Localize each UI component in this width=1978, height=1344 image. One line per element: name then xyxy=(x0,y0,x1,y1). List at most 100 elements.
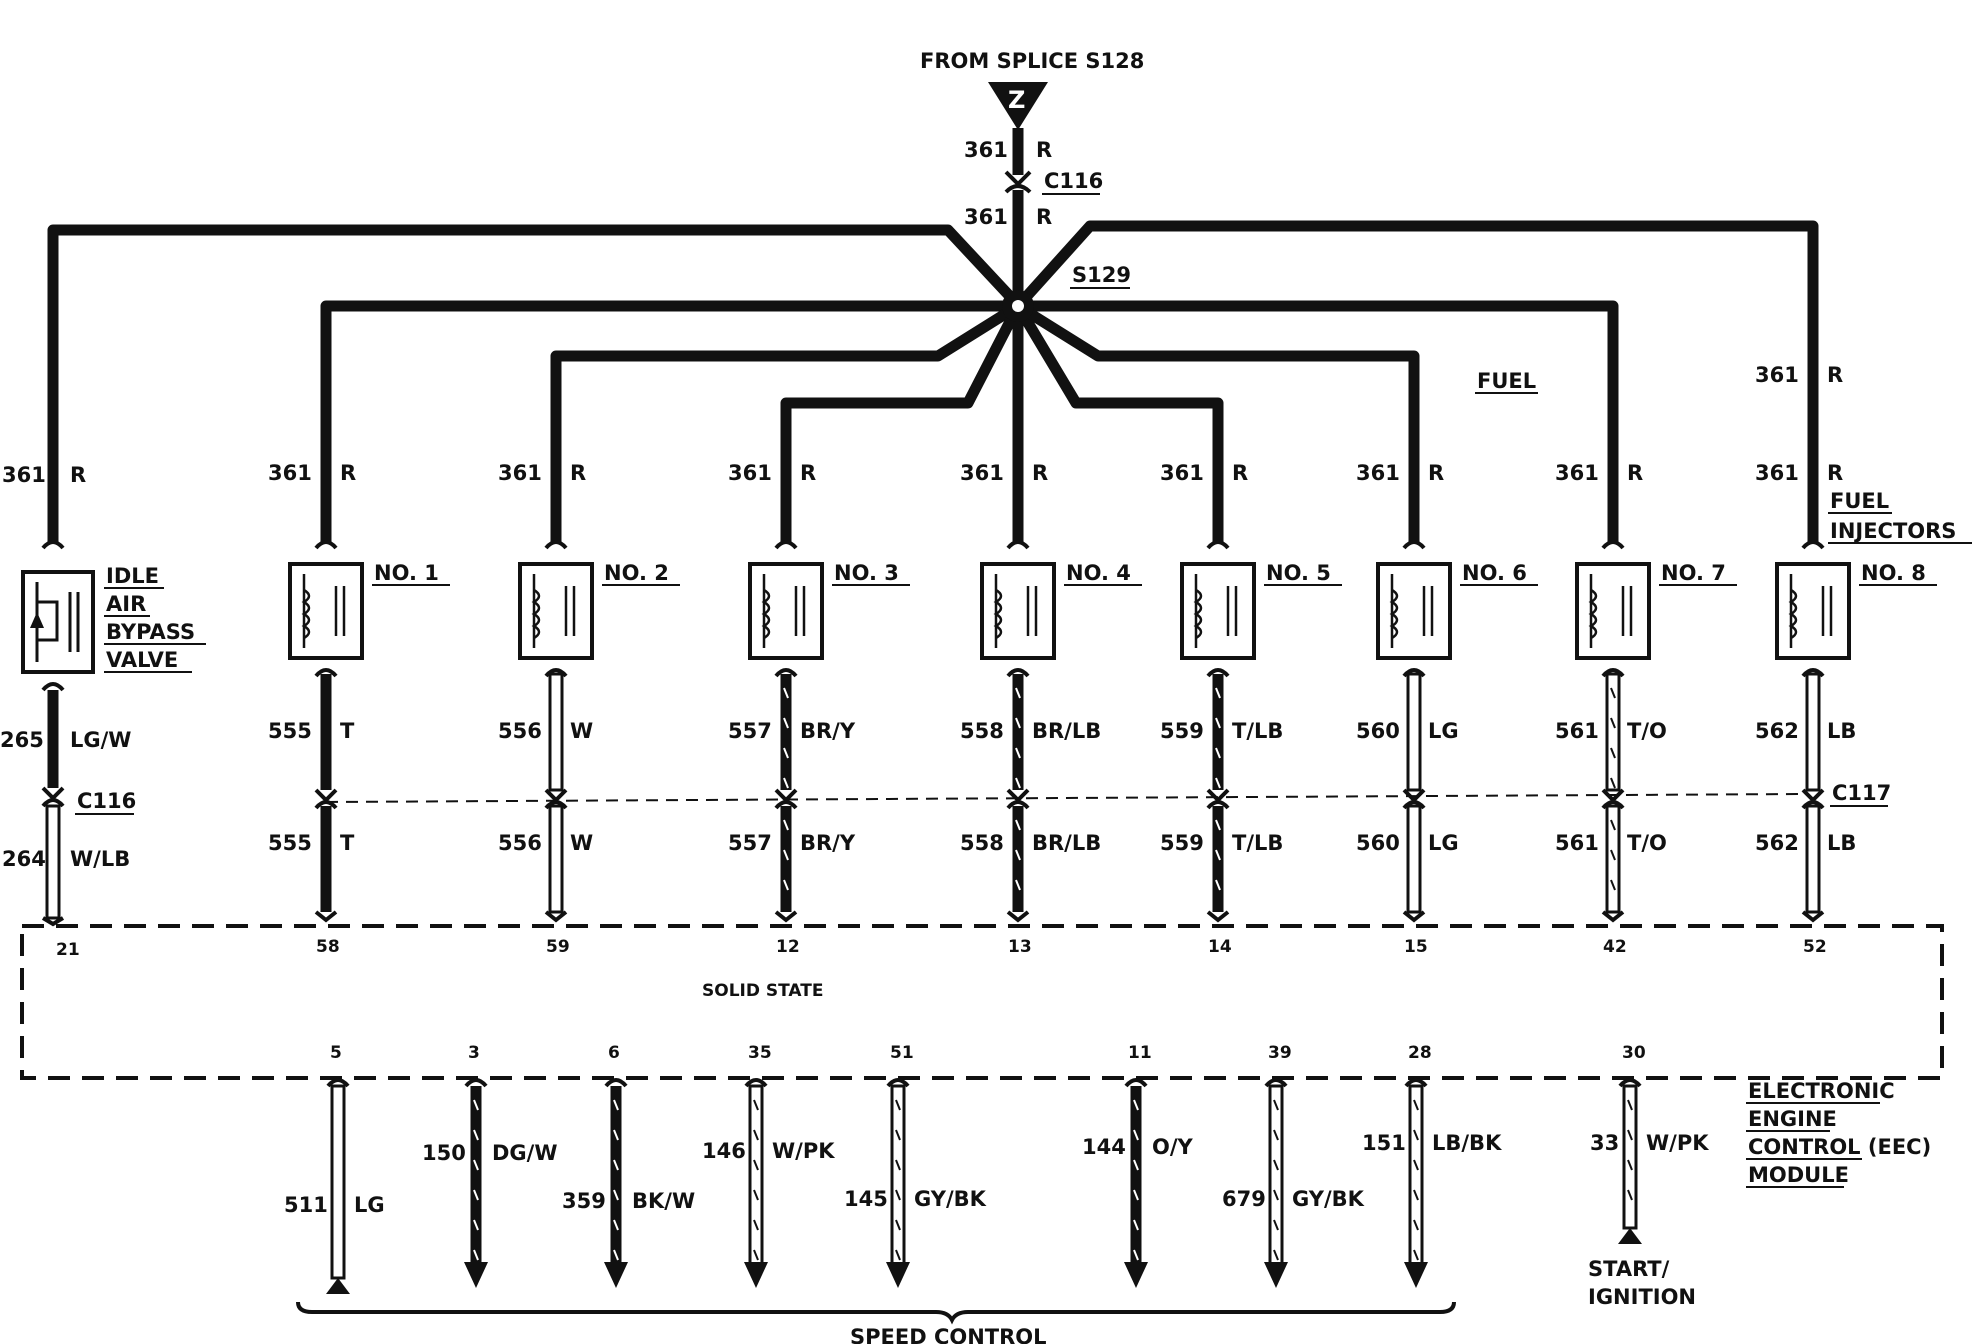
power-wire-inj8 xyxy=(1013,220,1819,542)
injector-2-name: NO. 2 xyxy=(604,561,669,585)
injector-6-body-icon xyxy=(1376,562,1452,660)
wire-33 xyxy=(1622,1084,1638,1230)
injector-5-body-icon xyxy=(1180,562,1256,660)
eec-label-line-2: ENGINE xyxy=(1748,1107,1837,1131)
injector-7-c117-socket-icon xyxy=(1601,800,1625,810)
from-splice-label: FROM SPLICE S128 xyxy=(920,49,1144,73)
pin-30-connector-icon xyxy=(1618,1078,1642,1088)
power-wire-inj1 xyxy=(320,300,1018,542)
injector-5-circuit-upper: 559 xyxy=(1160,719,1204,743)
wire-144 xyxy=(1130,1086,1142,1264)
injector-6-upper-connector-icon xyxy=(1402,540,1426,550)
color-151: LB/BK xyxy=(1432,1131,1502,1155)
iac-power-color: R xyxy=(70,463,86,487)
injector-7-upper-connector-icon xyxy=(1601,540,1625,550)
injector-8-signal-wire-lower xyxy=(1805,804,1821,914)
injector-2-coil-icon xyxy=(531,574,541,648)
pin-14: 14 xyxy=(1208,937,1232,957)
injector-3-upper-connector-icon xyxy=(774,540,798,550)
injector-4-body-icon xyxy=(980,562,1056,660)
injector-5-power-circuit: 361 xyxy=(1160,461,1204,485)
feed-color-lower: R xyxy=(1036,205,1052,229)
injector-1-upper-connector-icon xyxy=(314,540,338,550)
color-33: W/PK xyxy=(1646,1131,1709,1155)
injector-6-power-circuit: 361 xyxy=(1356,461,1400,485)
injector-4-name: NO. 4 xyxy=(1066,561,1131,585)
iac-lower-color: W/LB xyxy=(70,847,130,871)
power-wire-inj5 xyxy=(1013,303,1224,542)
injector-3-signal-wire-upper xyxy=(780,674,792,790)
color-359: BK/W xyxy=(632,1189,695,1213)
injector-4-signal-wire-lower xyxy=(1012,806,1024,912)
injector-2-power-circuit: 361 xyxy=(498,461,542,485)
s129-label: S129 xyxy=(1072,263,1131,287)
circuit-150: 150 xyxy=(422,1141,466,1165)
pin-52: 52 xyxy=(1803,937,1827,957)
injector-5-c117-socket-icon xyxy=(1206,800,1230,810)
injector-4-color-upper: BR/LB xyxy=(1032,719,1101,743)
injector-8-signal-wire-upper xyxy=(1805,672,1821,792)
iac-upper-circuit: 265 xyxy=(0,728,44,752)
splice-z-letter: Z xyxy=(1008,86,1025,114)
injector-6-signal-wire-upper xyxy=(1406,672,1422,792)
pin-39-connector-icon xyxy=(1264,1078,1288,1088)
injector-8-lower-connector-icon xyxy=(1801,668,1825,678)
wire-146 xyxy=(748,1084,764,1266)
injector-7-circuit-upper: 561 xyxy=(1555,719,1599,743)
injector-7-signal-wire-upper xyxy=(1605,672,1621,792)
injector-8-module-pin-icon xyxy=(1801,910,1825,923)
speed-control-bracket xyxy=(296,1301,1456,1325)
injector-7-name: NO. 7 xyxy=(1661,561,1726,585)
power-wire-inj2 xyxy=(550,301,1021,542)
injector-5-signal-wire-lower xyxy=(1212,806,1224,912)
arrow-down-icon xyxy=(1124,1262,1148,1288)
iac-lower-connector-icon xyxy=(41,682,65,692)
circuit-33: 33 xyxy=(1590,1131,1619,1155)
pin-3: 3 xyxy=(468,1043,480,1063)
injector-4-color-lower: BR/LB xyxy=(1032,831,1101,855)
injector-8-body-icon xyxy=(1775,562,1851,660)
injector-3-circuit-upper: 557 xyxy=(728,719,772,743)
injector-8-power-color: R xyxy=(1827,461,1843,485)
iac-label-air: AIR xyxy=(106,592,146,616)
injector-7-circuit-lower: 561 xyxy=(1555,831,1599,855)
injector-4-power-color: R xyxy=(1032,461,1048,485)
ground-triangle-icon xyxy=(326,1278,350,1294)
pin-21: 21 xyxy=(56,940,80,960)
injector-1-color-lower: T xyxy=(340,831,355,855)
injector-5-c117-pin-icon xyxy=(1206,788,1230,803)
injector-3-circuit-lower: 557 xyxy=(728,831,772,855)
color-145: GY/BK xyxy=(914,1187,987,1211)
injector-6-signal-wire-lower xyxy=(1406,804,1422,914)
injector-6-power-color: R xyxy=(1428,461,1444,485)
iac-c116-pin-icon xyxy=(41,786,65,801)
pin-11-connector-icon xyxy=(1124,1078,1148,1088)
injector-3-lower-connector-icon xyxy=(774,668,798,678)
color-679: GY/BK xyxy=(1292,1187,1365,1211)
iac-wire-264 xyxy=(45,804,61,920)
injector-8-name: NO. 8 xyxy=(1861,561,1926,585)
injector-8-upper-connector-icon xyxy=(1801,540,1825,550)
injector-6-coil-icon xyxy=(1389,574,1399,648)
pin-28: 28 xyxy=(1408,1043,1432,1063)
ignition-label: IGNITION xyxy=(1588,1285,1696,1309)
injector-7-signal-wire-lower xyxy=(1605,804,1621,914)
circuit-144: 144 xyxy=(1082,1135,1126,1159)
eec-module-box xyxy=(20,924,1944,1080)
feed-circuit-lower: 361 xyxy=(964,205,1008,229)
iac-label-bypass: BYPASS xyxy=(106,620,195,644)
pin-51: 51 xyxy=(890,1043,914,1063)
pin-15: 15 xyxy=(1404,937,1428,957)
circuit-511: 511 xyxy=(284,1193,328,1217)
iac-lower-circuit: 264 xyxy=(2,847,46,871)
injector-4-lower-connector-icon xyxy=(1006,668,1030,678)
pin-13: 13 xyxy=(1008,937,1032,957)
solid-state-label: SOLID STATE xyxy=(702,981,823,1001)
wire-150 xyxy=(470,1086,482,1264)
